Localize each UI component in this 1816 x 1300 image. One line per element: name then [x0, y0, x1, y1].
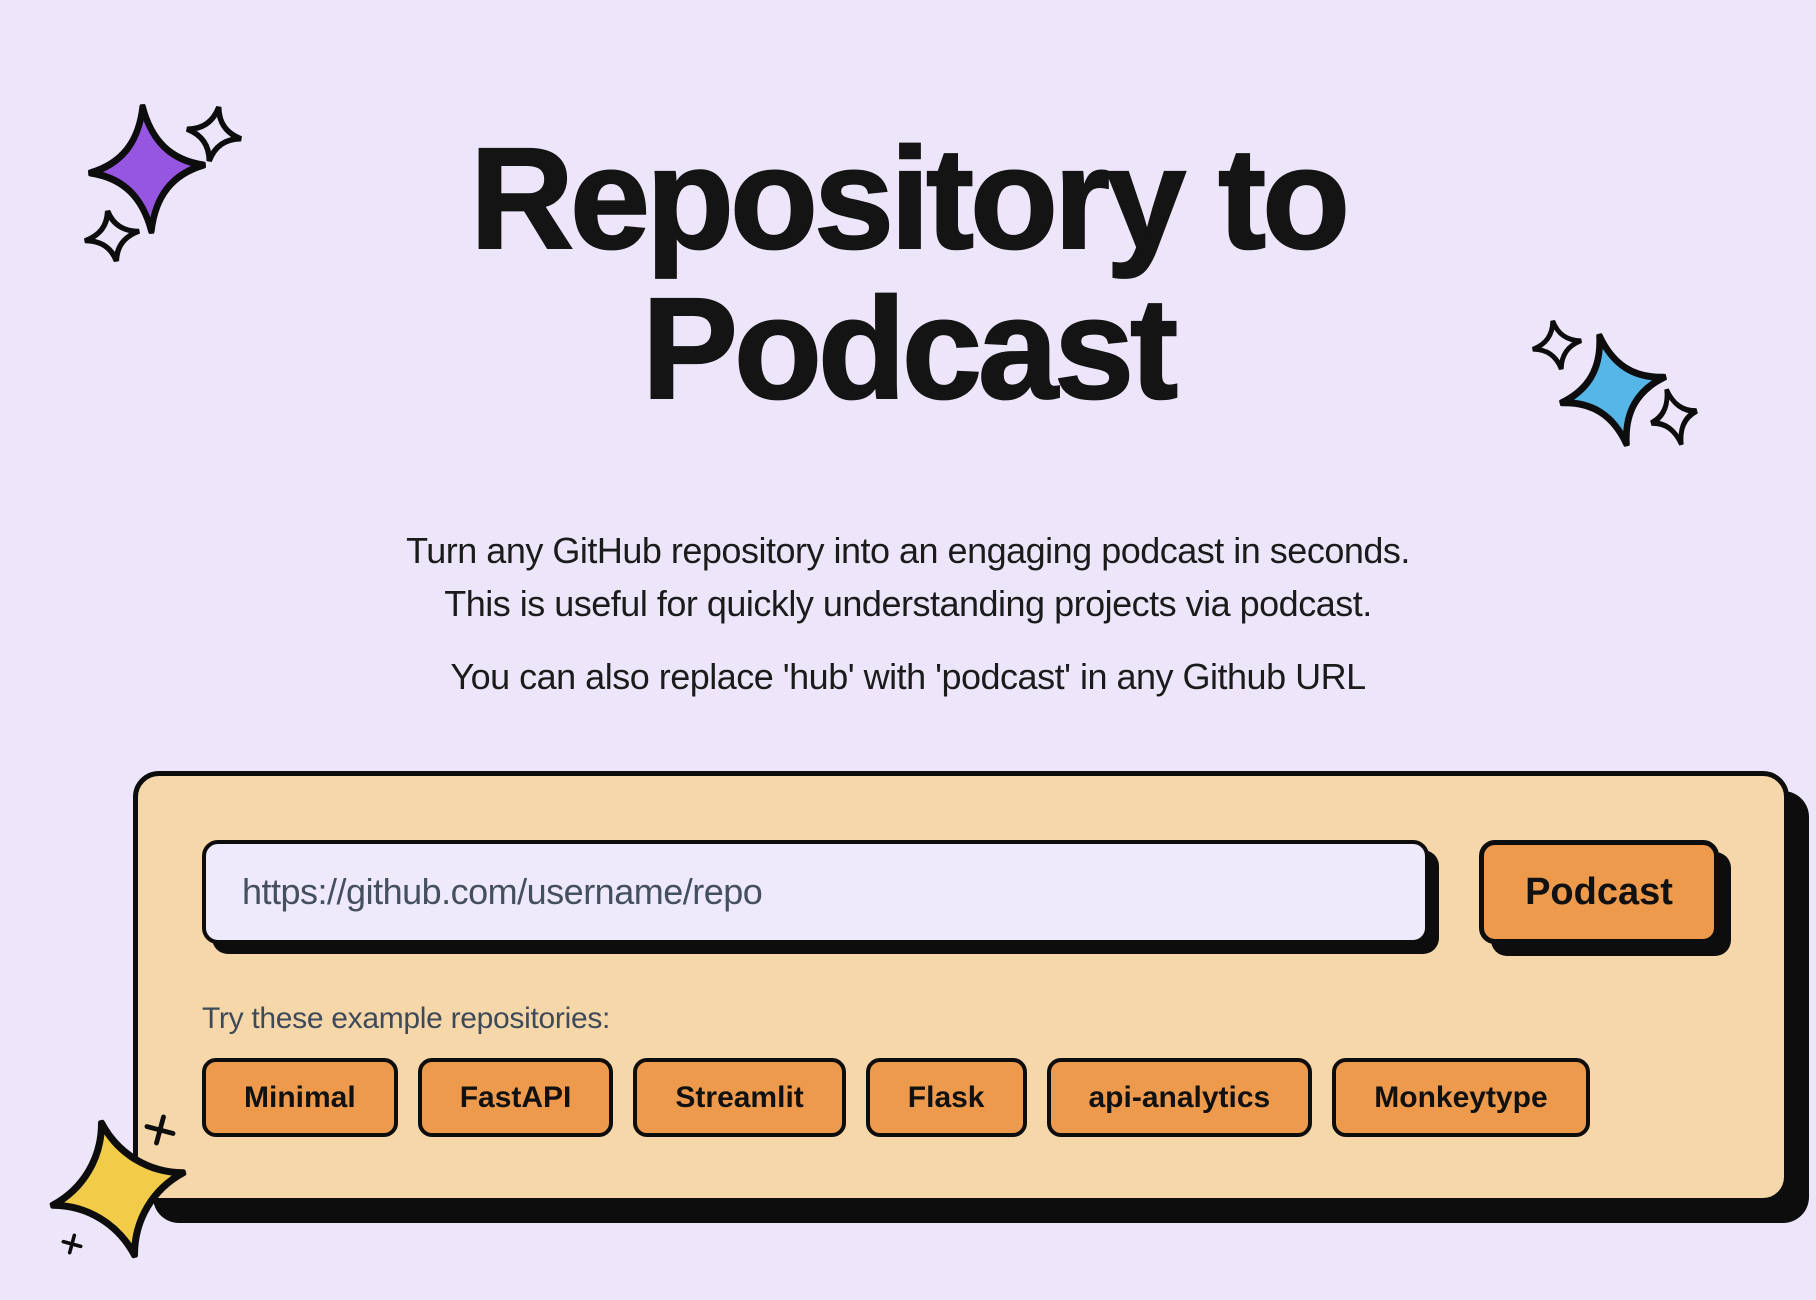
example-button-flask[interactable]: Flask [865, 1058, 1027, 1137]
repo-form-card: Podcast Try these example repositories: … [133, 771, 1789, 1203]
tagline-line-3: You can also replace 'hub' with 'podcast… [450, 656, 1366, 697]
example-button-fastapi[interactable]: FastAPI [417, 1058, 614, 1137]
example-button-minimal[interactable]: Minimal [202, 1058, 398, 1137]
repo-url-input[interactable] [202, 840, 1429, 944]
podcast-submit-button[interactable]: Podcast [1479, 840, 1719, 944]
tagline-secondary: You can also replace 'hub' with 'podcast… [0, 650, 1816, 703]
example-button-monkeytype[interactable]: Monkeytype [1332, 1058, 1590, 1137]
url-input-row: Podcast [202, 840, 1719, 944]
tagline-line-1: Turn any GitHub repository into an engag… [406, 530, 1410, 571]
page-title: Repository to Podcast [0, 118, 1816, 429]
page-title-line-1: Repository to [469, 118, 1351, 279]
hero-section: Repository to Podcast Turn any GitHub re… [0, 118, 1816, 703]
tagline-line-2: This is useful for quickly understanding… [444, 583, 1372, 624]
example-chip-row: Minimal FastAPI Streamlit Flask api-anal… [202, 1058, 1719, 1137]
tagline: Turn any GitHub repository into an engag… [0, 524, 1816, 630]
page-title-line-2: Podcast [641, 268, 1179, 429]
plus-mark-icon [57, 1229, 86, 1258]
examples-label: Try these example repositories: [202, 1002, 611, 1035]
example-button-api-analytics[interactable]: api-analytics [1046, 1058, 1313, 1137]
example-button-streamlit[interactable]: Streamlit [633, 1058, 846, 1137]
